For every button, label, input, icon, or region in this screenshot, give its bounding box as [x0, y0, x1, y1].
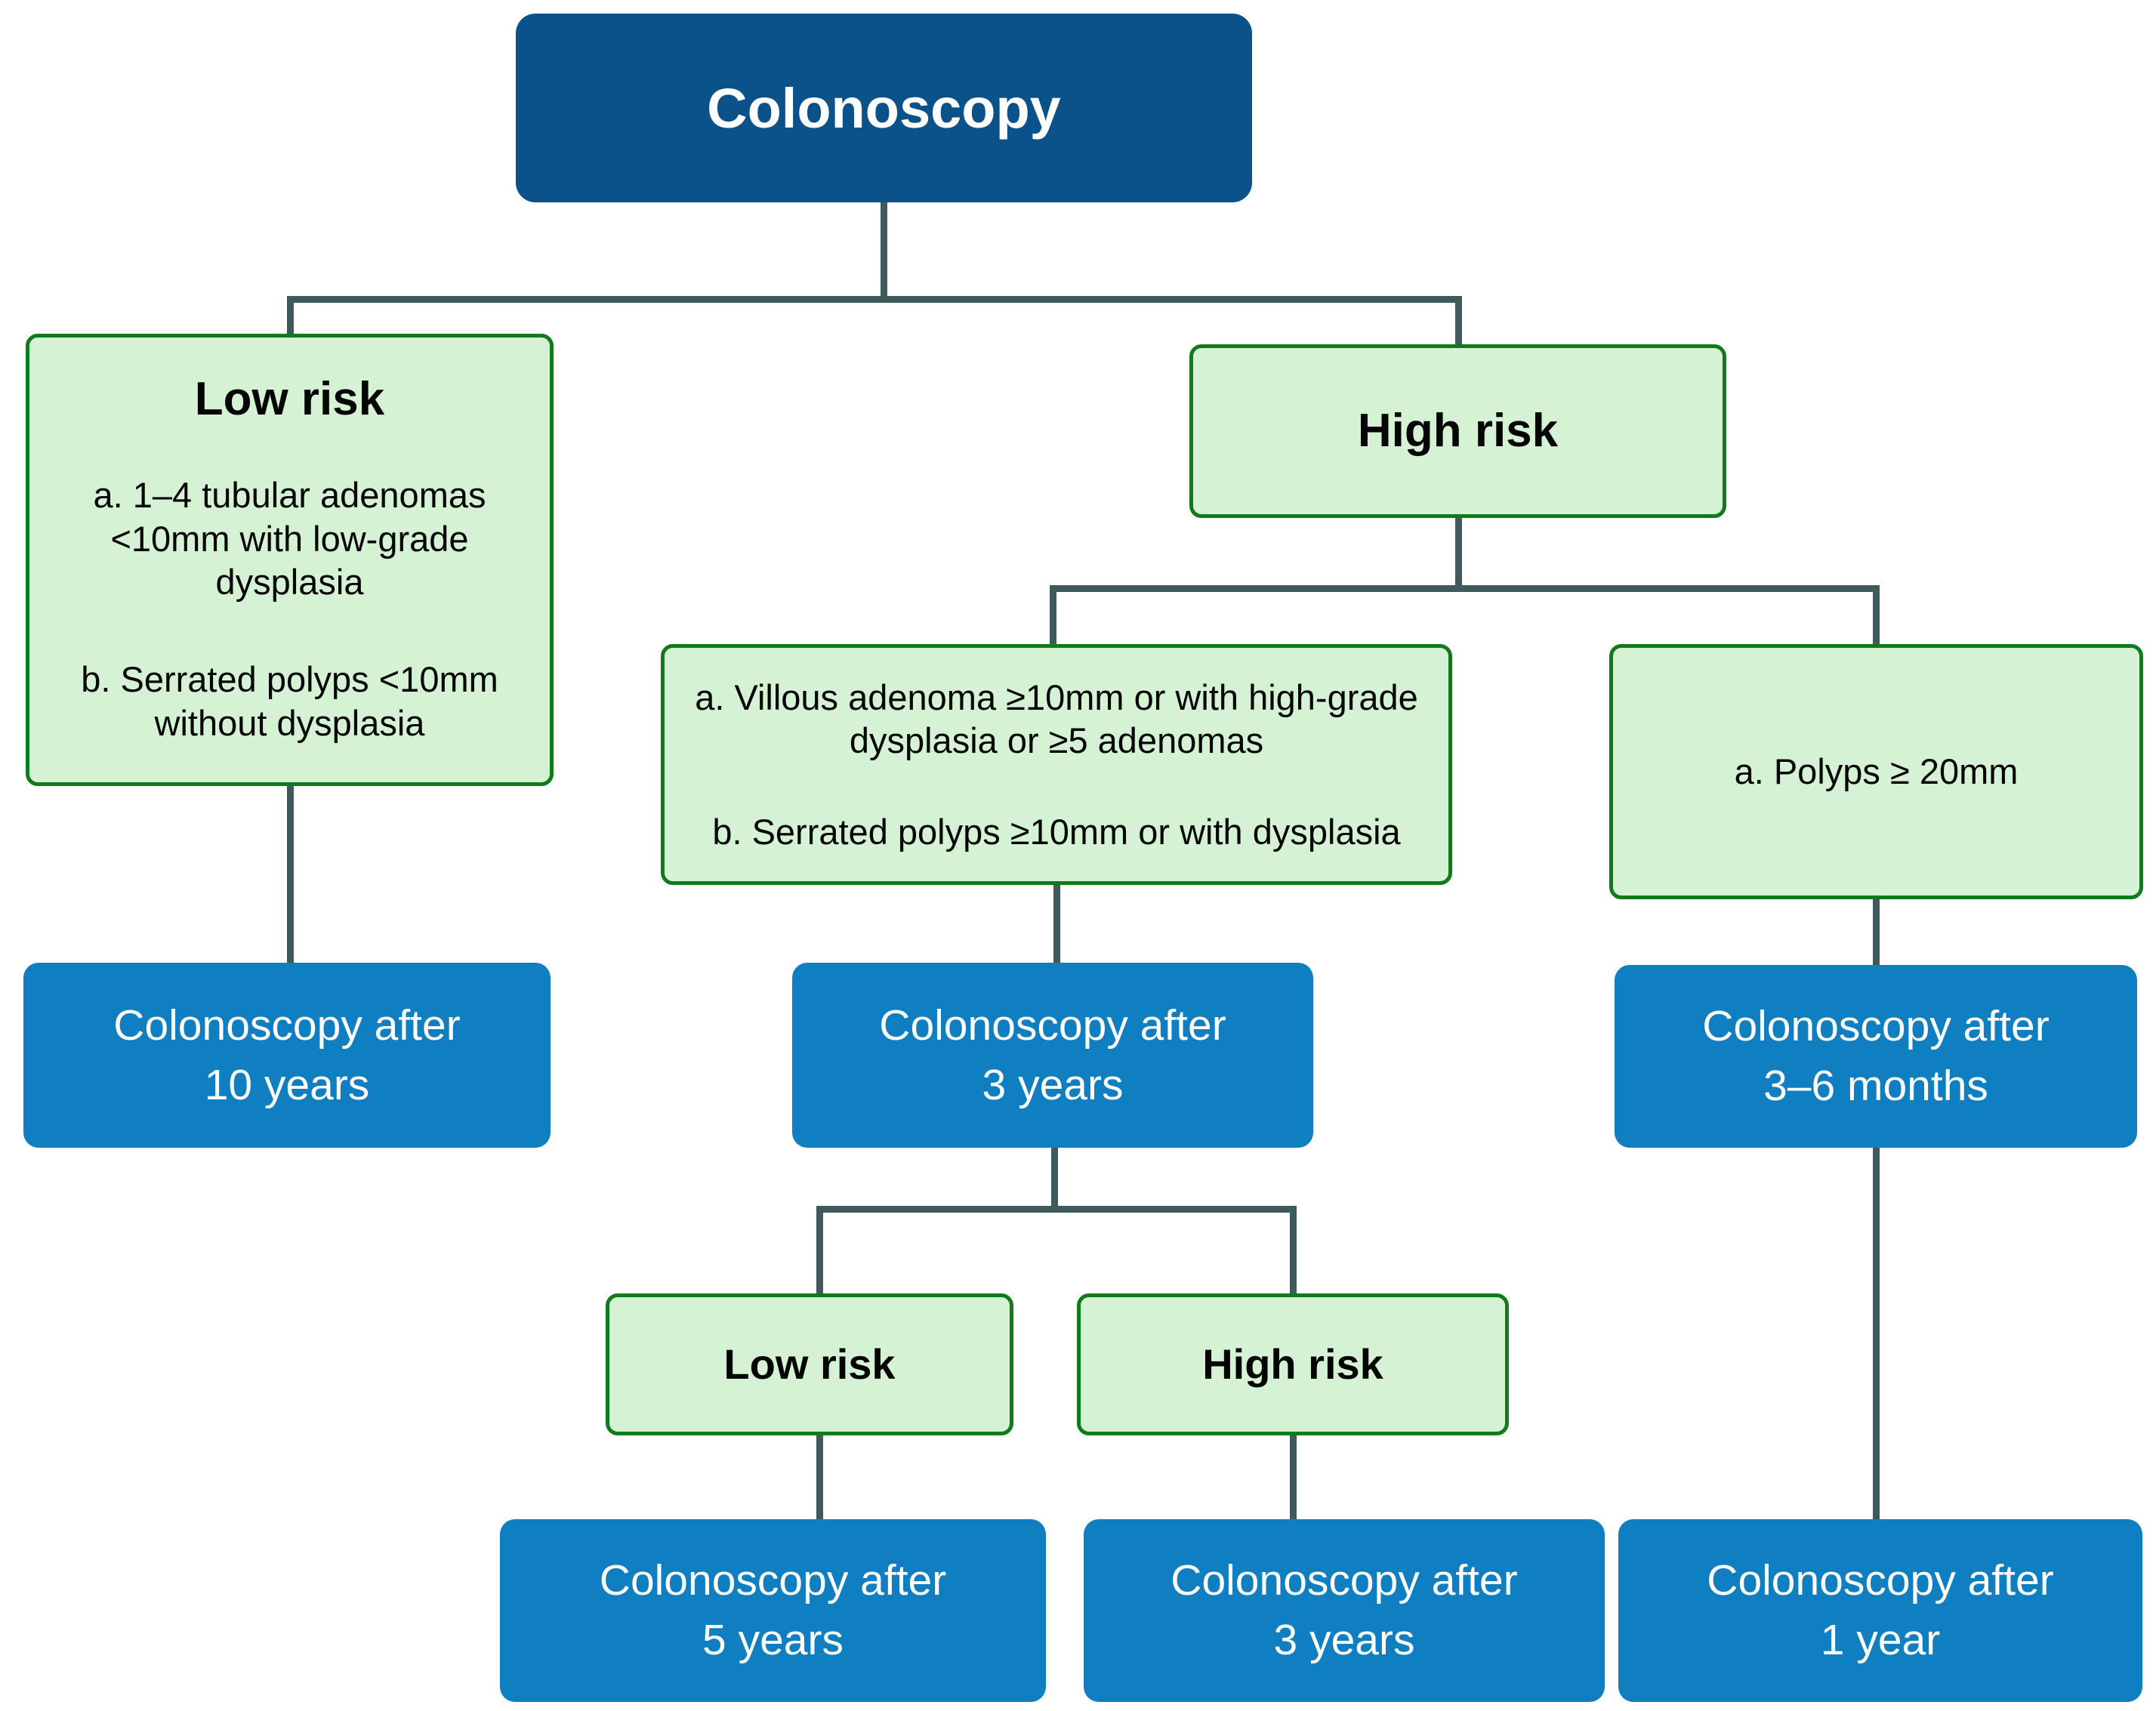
outcome-node-5-years: Colonoscopy after 5 years — [500, 1519, 1046, 1702]
outcome-node-3-years: Colonoscopy after 3 years — [792, 963, 1313, 1148]
connector-split2-right-drop — [1873, 585, 1880, 649]
lowrisk-criteria-node: Low risk a. 1–4 tubular adenomas <10mm w… — [26, 334, 554, 786]
lowrisk2-title: Low risk — [723, 1340, 896, 1389]
adenoma-item-b: b. Serrated polyps ≥10mm or with dysplas… — [712, 812, 1401, 852]
connector-split1-left-drop — [287, 296, 294, 338]
connector-split3-right-drop — [1290, 1206, 1297, 1296]
connector-lowrisk-outcome — [287, 785, 294, 966]
connector-split3-horizontal — [816, 1206, 1297, 1213]
polyps-item-a: a. Polyps ≥ 20mm — [1734, 751, 2019, 792]
connector-3years-down — [1051, 1146, 1058, 1213]
connector-split3-left-drop — [816, 1206, 823, 1296]
highrisk-criteria-node: High risk — [1189, 344, 1726, 518]
connector-root-down — [881, 201, 887, 302]
outcome-node-10-years: Colonoscopy after 10 years — [23, 963, 551, 1148]
root-node-colonoscopy: Colonoscopy — [516, 14, 1252, 202]
connector-split1-right-drop — [1455, 296, 1462, 349]
connector-split1-horizontal — [287, 296, 1462, 303]
connector-adenoma-outcome — [1053, 883, 1060, 966]
outcome-line1: Colonoscopy after — [599, 1556, 947, 1605]
outcome-line1: Colonoscopy after — [1702, 1002, 2050, 1051]
lowrisk-title: Low risk — [194, 373, 385, 425]
connector-36months-1year — [1873, 1146, 1880, 1522]
outcome-line2: 1 year — [1820, 1616, 1941, 1664]
adenoma-item-a: a. Villous adenoma ≥10mm or with high-gr… — [695, 677, 1418, 760]
connector-split2-left-drop — [1050, 585, 1056, 649]
highrisk-secondary-node: High risk — [1077, 1293, 1509, 1435]
outcome-line1: Colonoscopy after — [1707, 1556, 2054, 1605]
highrisk2-title: High risk — [1202, 1340, 1383, 1389]
lowrisk-item-a: a. 1–4 tubular adenomas <10mm with low-g… — [93, 475, 486, 602]
connector-split2-horizontal — [1050, 585, 1880, 592]
highrisk-adenoma-criteria-node: a. Villous adenoma ≥10mm or with high-gr… — [661, 644, 1452, 885]
highrisk-title: High risk — [1357, 404, 1559, 457]
highrisk-polyps-criteria-node: a. Polyps ≥ 20mm — [1609, 644, 2143, 899]
outcome-line2: 3 years — [1273, 1616, 1415, 1664]
lowrisk-secondary-node: Low risk — [606, 1293, 1013, 1435]
outcome-node-1-year: Colonoscopy after 1 year — [1618, 1519, 2142, 1702]
outcome-line1: Colonoscopy after — [879, 1000, 1226, 1050]
connector-polyps-outcome — [1873, 898, 1880, 970]
outcome-line1: Colonoscopy after — [113, 1000, 461, 1050]
connector-highrisk2-outcome — [1290, 1434, 1297, 1522]
outcome-node-3-years-secondary: Colonoscopy after 3 years — [1084, 1519, 1605, 1702]
outcome-line1: Colonoscopy after — [1171, 1556, 1518, 1605]
connector-highrisk-down — [1455, 516, 1462, 589]
lowrisk-item-b: b. Serrated polyps <10mm without dysplas… — [81, 659, 498, 743]
root-label: Colonoscopy — [707, 76, 1061, 140]
connector-lowrisk2-outcome — [816, 1434, 823, 1522]
outcome-line2: 3–6 months — [1763, 1062, 1988, 1110]
outcome-line2: 10 years — [204, 1060, 370, 1109]
outcome-line2: 3 years — [982, 1060, 1124, 1109]
outcome-node-3-6-months: Colonoscopy after 3–6 months — [1615, 965, 2137, 1148]
outcome-line2: 5 years — [702, 1616, 844, 1664]
